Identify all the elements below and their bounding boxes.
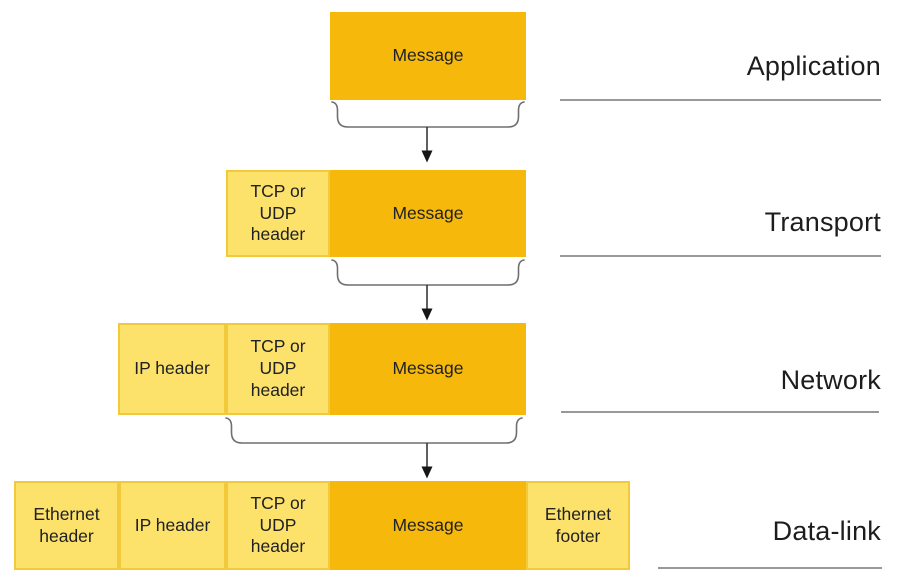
- group-bracket-icon: [331, 259, 525, 286]
- layer-label-application: Application: [746, 51, 881, 81]
- segment-label: TCP or UDP header: [250, 336, 306, 400]
- down-arrow-icon: [421, 308, 433, 321]
- layer-label-datalink: Data-link: [772, 516, 881, 546]
- segment-label: Message: [392, 202, 464, 223]
- layer-label-transport: Transport: [764, 207, 881, 237]
- layer-underline-transport: [560, 255, 881, 257]
- segment-label: Message: [392, 358, 464, 379]
- segment-ethernet-header: Ethernet header: [14, 481, 119, 570]
- segment-label: TCP or UDP header: [250, 180, 306, 245]
- segment-ethernet-footer: Ethernet footer: [526, 481, 630, 570]
- layer-underline-application: [560, 99, 881, 101]
- segment-tcp-udp-header: TCP or UDP header: [226, 323, 330, 415]
- segment-label: Ethernet header: [33, 503, 100, 546]
- down-arrow-icon: [421, 466, 433, 479]
- segment-label: IP header: [134, 358, 210, 379]
- layer-label-network: Network: [780, 365, 881, 395]
- segment-message: Message: [330, 323, 526, 415]
- segment-label: Ethernet footer: [544, 503, 612, 546]
- bracket-transport-to-network: [331, 259, 525, 321]
- segment-ip-header: IP header: [118, 323, 226, 415]
- segment-label: Message: [392, 45, 464, 66]
- segment-message: Message: [330, 12, 526, 100]
- segment-message: Message: [330, 170, 526, 257]
- layer-underline-network: [561, 411, 879, 413]
- down-arrow-icon: [421, 150, 433, 163]
- segment-tcp-udp-header: TCP or UDP header: [226, 170, 330, 257]
- group-bracket-icon: [331, 101, 525, 128]
- segment-message: Message: [330, 481, 526, 570]
- segment-label: IP header: [134, 514, 211, 535]
- bracket-application-to-transport: [331, 101, 525, 163]
- layer-underline-datalink: [658, 567, 882, 569]
- segment-tcp-udp-header: TCP or UDP header: [226, 481, 330, 570]
- segment-label: TCP or UDP header: [250, 492, 306, 557]
- bracket-network-to-datalink: [225, 417, 523, 479]
- segment-label: Message: [392, 514, 464, 535]
- group-bracket-icon: [225, 417, 523, 444]
- segment-ip-header: IP header: [119, 481, 226, 570]
